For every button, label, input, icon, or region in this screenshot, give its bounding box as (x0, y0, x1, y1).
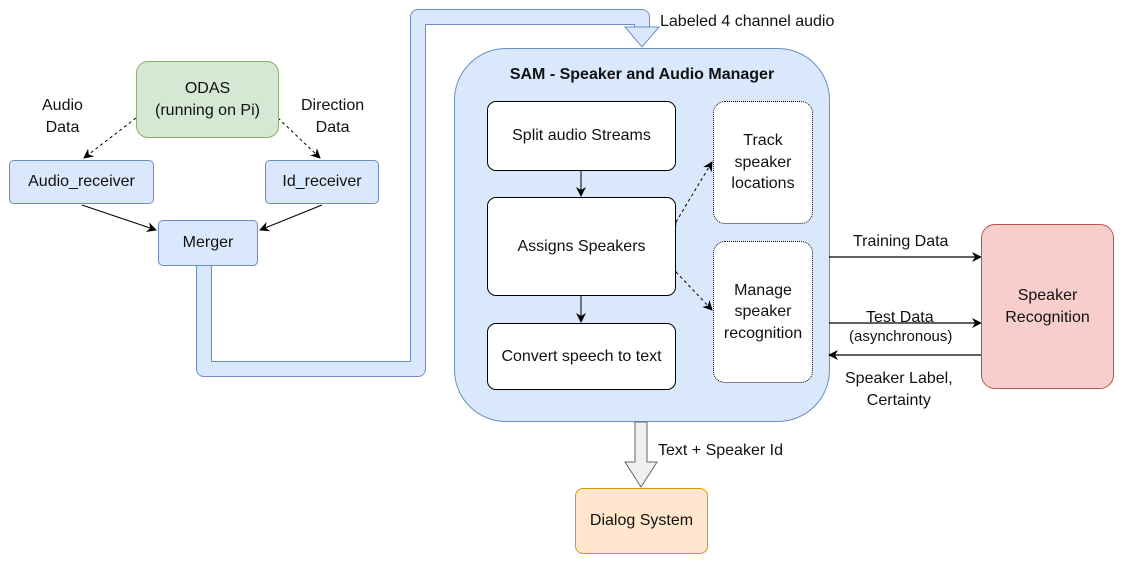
split-audio-node: Split audio Streams (487, 101, 676, 171)
arrow-audio-receiver-to-merger (81, 204, 157, 232)
edge-label-labeled-audio: Labeled 4 channel audio (660, 13, 835, 30)
arrow-assign-manage (666, 262, 713, 311)
edge-label-test-data: Test Data (866, 309, 934, 326)
speaker-recognition-node: Speaker Recognition (981, 224, 1114, 389)
edge-label-training-data: Training Data (853, 233, 949, 250)
id-receiver-node: Id_receiver (265, 160, 379, 204)
pipe-arrowhead (623, 26, 661, 48)
arrow-sam-to-dialog (624, 421, 658, 488)
edge-label-asynchronous: (asynchronous) (849, 328, 953, 345)
dialog-system-node: Dialog System (575, 488, 708, 554)
manage-recognition-node: Manage speaker recognition (713, 241, 813, 383)
arrow-id-receiver-to-merger (259, 204, 323, 232)
edge-label-speaker-label: Speaker Label, Certainty (845, 370, 953, 409)
convert-speech-node: Convert speech to text (487, 323, 676, 390)
merger-node: Merger (158, 220, 258, 266)
assign-speakers-node: Assigns Speakers (487, 197, 676, 296)
arrow-assign-track (667, 161, 713, 233)
audio-receiver-node: Audio_receiver (9, 160, 154, 204)
track-locations-node: Track speaker locations (713, 101, 813, 224)
edge-label-text-speaker-id: Text + Speaker Id (658, 442, 783, 459)
arrow-odas-to-id-receiver (277, 117, 321, 159)
sam-title: SAM - Speaker and Audio Manager (509, 66, 775, 83)
edge-label-direction-data: Direction Data (301, 97, 365, 136)
odas-node: ODAS (running on Pi) (136, 61, 279, 138)
arrow-odas-to-audio-receiver (83, 117, 137, 159)
edge-label-audio-data: Audio Data (42, 97, 83, 136)
